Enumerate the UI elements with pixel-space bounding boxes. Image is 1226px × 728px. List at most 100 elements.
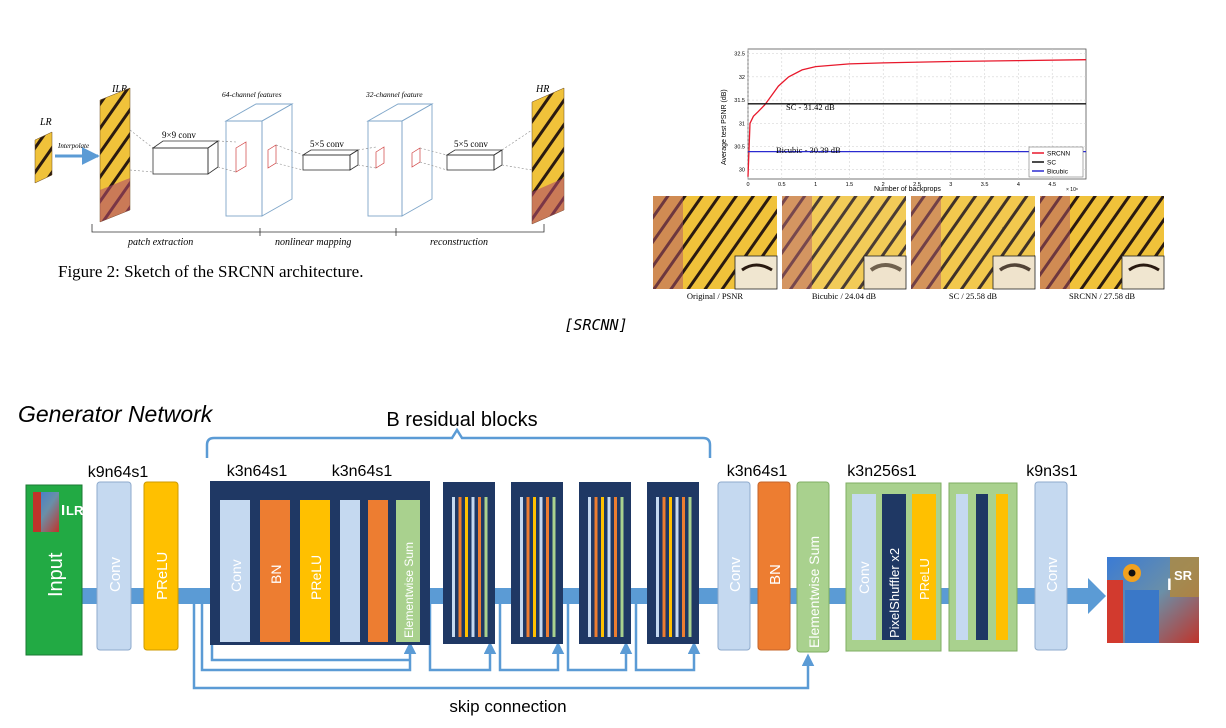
prelu-block-1 [143, 481, 179, 651]
f32-to-conv3-lines [357, 146, 448, 171]
reconstruction-label: reconstruction [430, 237, 488, 248]
up-conv-2 [956, 494, 968, 640]
klabel-3: k3n64s1 [332, 463, 393, 480]
nonlinear-mapping-label: nonlinear mapping [275, 237, 351, 248]
collapsed-layer-stripe [675, 497, 679, 637]
res-prelu-label: PReLU [308, 555, 324, 600]
caption-srcnn: SRCNN / 27.58 dB [1069, 291, 1135, 301]
legend-bicubic: Bicubic [1047, 169, 1069, 176]
legend-sc: SC [1047, 160, 1056, 167]
caption-bicubic: Bicubic / 24.04 dB [812, 291, 877, 301]
residual-brace [205, 427, 712, 458]
collapsed-layer-stripe [533, 497, 536, 637]
f64-block [224, 103, 294, 217]
collapsed-layer-stripe [526, 497, 530, 637]
conv1-box [151, 140, 220, 175]
klabel-1: k9n64s1 [88, 464, 149, 481]
conv3-to-hr-lines [501, 129, 533, 171]
ilr-label: ILR [111, 84, 127, 95]
upsample-block-1: Conv PixelShuffler x2 PReLU [845, 482, 942, 652]
series-srcnn [747, 59, 1087, 177]
caption-sc: SC / 25.58 dB [949, 291, 998, 301]
res-bn-label: BN [268, 565, 284, 584]
chart-xlabel: Number of backprops [874, 186, 941, 193]
collapsed-layer-stripe [552, 497, 556, 637]
sc-annotation: SC - 31.42 dB [786, 102, 835, 112]
collapsed-residual-blocks [443, 482, 699, 644]
y-tick-label: 32.5 [734, 52, 745, 58]
up-prelu-label-1: PReLU [917, 558, 932, 600]
input-label: Input [45, 552, 67, 597]
collapsed-layer-stripe [471, 497, 475, 637]
interpolate-label: Interpolate [57, 142, 89, 150]
caption-original: Original / PSNR [687, 291, 744, 301]
conv-label-final: Conv [1044, 556, 1061, 592]
hr-label: HR [535, 84, 549, 95]
f64-red-kernel [235, 141, 277, 173]
pixelshuffler-label: PixelShuffler x2 [887, 548, 902, 638]
block-skip-5 [634, 596, 701, 672]
collapsed-layer-stripe [614, 497, 617, 637]
collapsed-layer-stripe [588, 497, 591, 637]
chart-legend: SRCNN SC Bicubic [1028, 146, 1084, 178]
generator-network: Generator Network B residual blocks Inpu… [18, 401, 1199, 716]
up-prelu-1 [912, 494, 936, 640]
conv-block-final [1034, 481, 1068, 651]
patch-extraction-label: patch extraction [127, 237, 193, 248]
chart-ylabel: Average test PSNR (dB) [721, 89, 728, 165]
pixelshuffler-2 [976, 494, 988, 640]
collapsed-layer-stripe [601, 497, 604, 637]
res-prelu-a [300, 500, 330, 642]
f32-red-kernel [375, 146, 421, 169]
collapsed-layer-stripe [520, 497, 523, 637]
residual-blocks-label: B residual blocks [386, 409, 537, 431]
res-elementwise-label: Elementwise Sum [402, 542, 416, 638]
ilr-subscript: LR [66, 503, 84, 518]
y-tick-label: 32 [739, 75, 745, 81]
skip-connection-lines [192, 596, 815, 690]
y-tick-label: 31 [739, 121, 745, 127]
f64-to-conv2-lines [217, 140, 304, 173]
srcnn-caption: Figure 2: Sketch of the SRCNN architectu… [58, 262, 363, 281]
main-flow-arrowhead [1088, 578, 1106, 614]
generator-title: Generator Network [18, 401, 214, 427]
klabel-5: k3n256s1 [847, 463, 916, 480]
residual-block-expanded: Conv BN PReLU Elementwise Sum [210, 481, 430, 645]
stage-brackets [91, 224, 545, 236]
x-tick-label: 0 [746, 182, 749, 188]
srcnn-tag: [SRCNN] [564, 316, 627, 334]
x-tick-label: 3.5 [981, 182, 989, 188]
butterfly-sc [911, 196, 1036, 290]
f64-label: 64-channel features [222, 90, 282, 99]
butterfly-srcnn [1040, 196, 1165, 290]
collapsed-layer-stripe [656, 497, 659, 637]
x-tick-label: 0.5 [778, 182, 786, 188]
lr-image [34, 131, 53, 184]
collapsed-layer-stripe [688, 497, 692, 637]
collapsed-layer-stripe [478, 497, 481, 637]
x-tick-label: 2.5 [913, 182, 921, 188]
y-tick-label: 30.5 [734, 145, 745, 151]
klabel-4: k3n64s1 [727, 463, 788, 480]
conv2-box [301, 149, 360, 171]
f32-label: 32-channel feature [365, 90, 423, 99]
conv3-box [445, 149, 504, 171]
res-conv-b [340, 500, 360, 642]
klabel-6: k9n3s1 [1026, 463, 1078, 480]
conv3-label: 5×5 conv [454, 139, 488, 149]
butterfly-bicubic [782, 196, 907, 290]
x-tick-label: 2 [882, 182, 885, 188]
collapsed-layer-stripe [620, 497, 624, 637]
bicubic-annotation: Bicubic - 30.39 dB [776, 145, 841, 155]
collapsed-layer-stripe [669, 497, 672, 637]
collapsed-layer-stripe [546, 497, 549, 637]
collapsed-layer-stripe [465, 497, 468, 637]
input-block: Input I LR [25, 484, 84, 656]
lr-label: LR [39, 117, 52, 128]
chart-grid [747, 49, 1086, 179]
bn-label-2: BN [767, 564, 784, 585]
collapsed-layer-stripe [594, 497, 598, 637]
conv-label-1: Conv [107, 556, 124, 592]
